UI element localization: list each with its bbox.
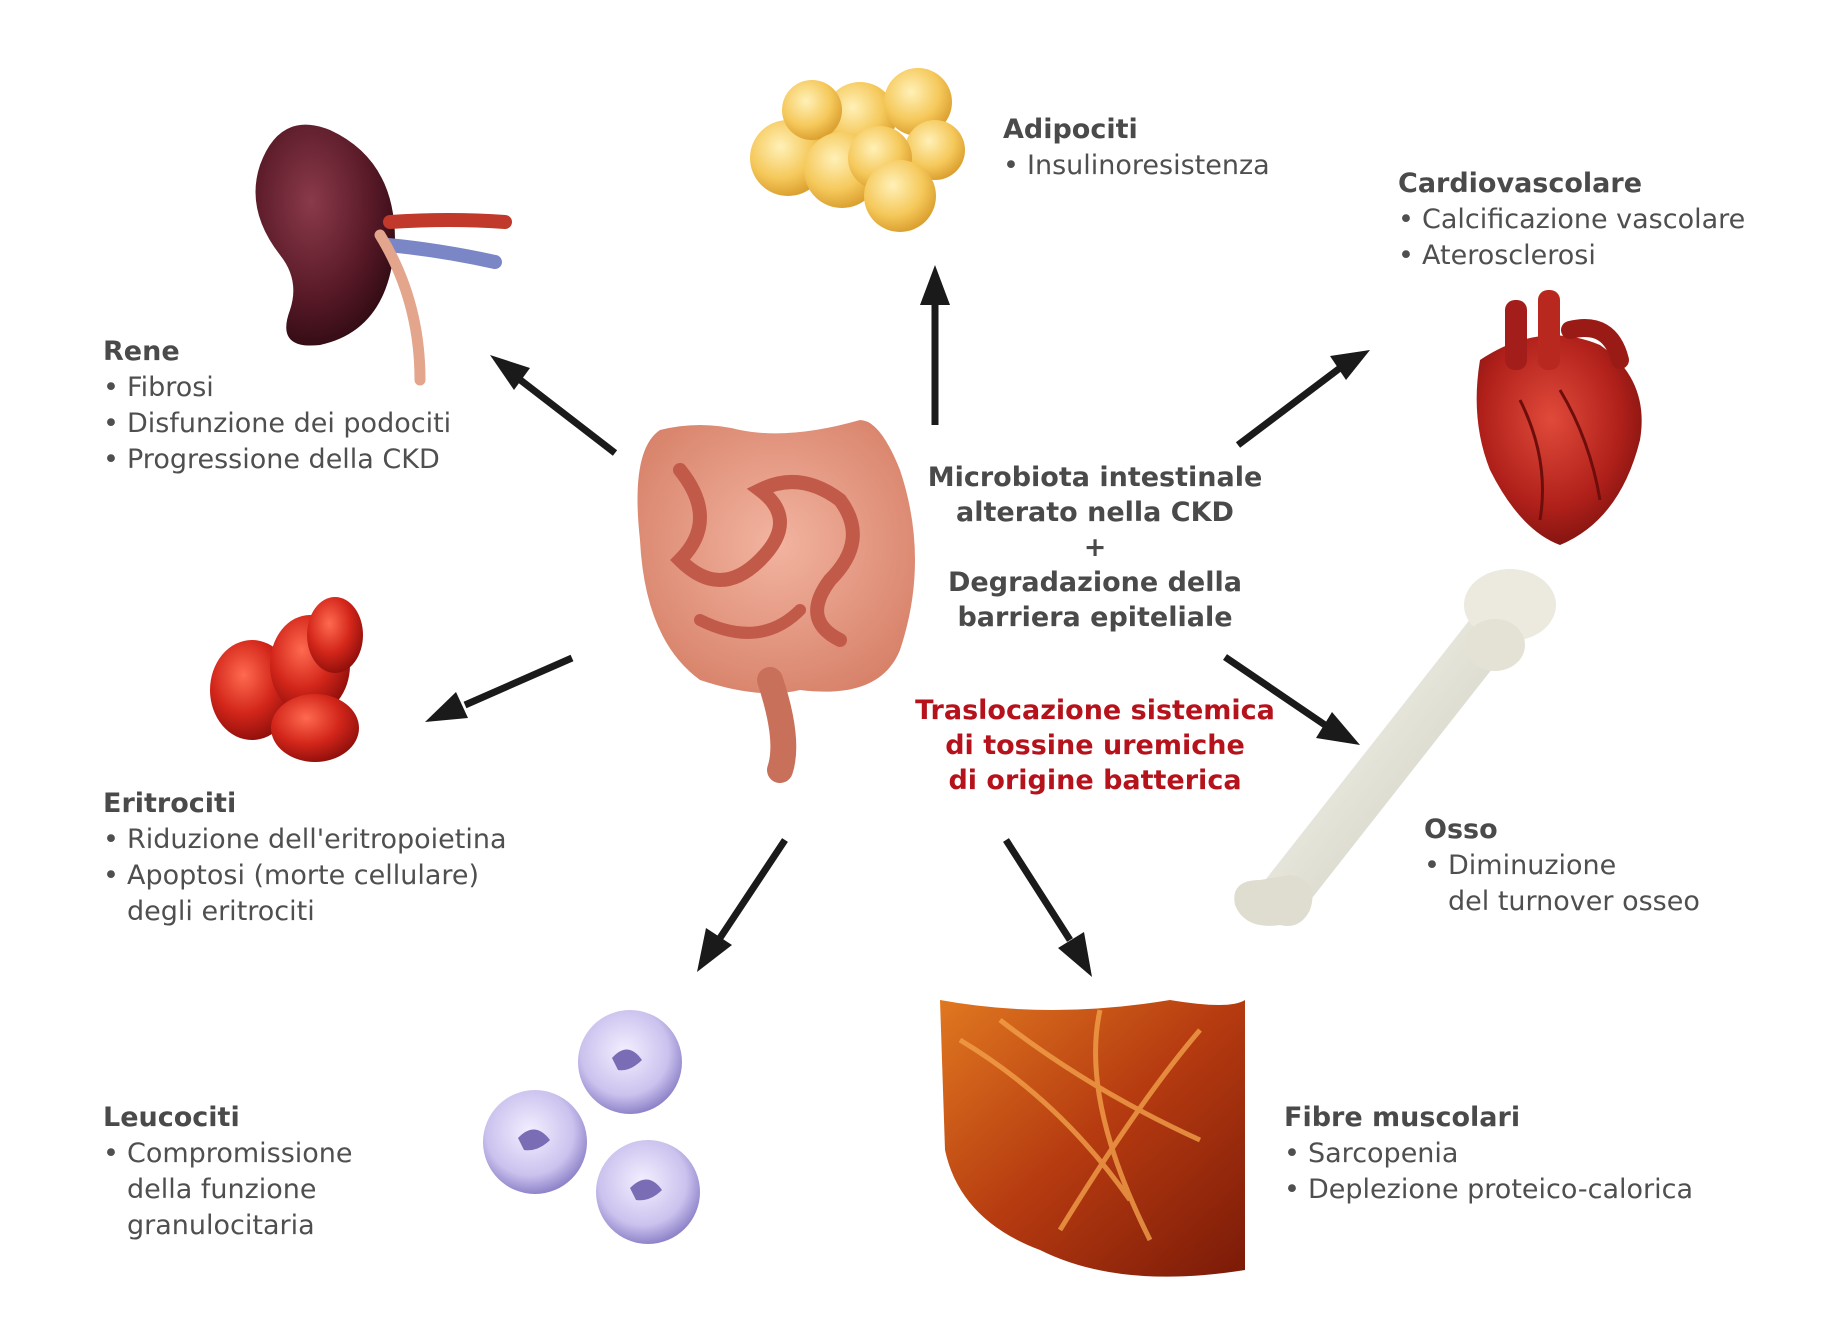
eritrociti-title: Eritrociti xyxy=(103,788,237,819)
bullet: • xyxy=(103,408,119,439)
center-caption: Microbiota intestinale alterato nella CK… xyxy=(880,460,1310,635)
leucociti-item-text-cont: della funzione xyxy=(127,1174,317,1205)
muscle-fibers-icon xyxy=(940,1000,1245,1277)
cardio-title: Cardiovascolare xyxy=(1398,168,1643,199)
adipociti-block: Adipociti • Insulinoresistenza xyxy=(1003,112,1270,184)
cardio-item-text: Aterosclerosi xyxy=(1422,240,1596,271)
leucociti-item-text-cont: granulocitaria xyxy=(127,1210,315,1241)
rene-item: • Progressione della CKD xyxy=(103,442,451,478)
leucociti-item-text: Compromissione xyxy=(127,1138,353,1169)
leucociti-block: Leucociti • Compromissione della funzione g… xyxy=(103,1100,353,1244)
arrow-to-cardio xyxy=(1235,350,1370,448)
bone-icon xyxy=(1234,569,1556,926)
kidney-icon xyxy=(255,124,512,386)
rene-item-text: Progressione della CKD xyxy=(127,444,440,475)
red-blood-cells-icon xyxy=(210,597,363,762)
fat-cells-icon xyxy=(750,68,965,232)
eritrociti-item: • Apoptosi (morte cellulare) degli eritroc… xyxy=(103,858,507,930)
muscolo-title: Fibre muscolari xyxy=(1284,1102,1521,1133)
bullet: • xyxy=(1424,850,1440,881)
intestine-icon xyxy=(637,420,915,783)
bullet: • xyxy=(1284,1174,1300,1205)
center-red-line: di origine batterica xyxy=(948,765,1242,796)
arrow-to-leucociti xyxy=(697,838,788,972)
bullet: • xyxy=(103,372,119,403)
eritrociti-item-text-cont: degli eritrociti xyxy=(127,896,315,927)
muscolo-item-text: Sarcopenia xyxy=(1308,1138,1459,1169)
osso-block: Osso • Diminuzione del turnover osseo xyxy=(1424,812,1700,920)
arrow-to-adipociti xyxy=(920,265,950,425)
bullet: • xyxy=(103,1138,119,1169)
bullet: • xyxy=(103,860,119,891)
rene-item-text: Disfunzione dei podociti xyxy=(127,408,452,439)
arrow-to-osso xyxy=(1223,654,1360,745)
bullet: • xyxy=(1284,1138,1300,1169)
cardio-item: • Aterosclerosi xyxy=(1398,238,1745,274)
arrows xyxy=(425,265,1370,977)
cardio-item: • Calcificazione vascolare xyxy=(1398,202,1745,238)
white-blood-cells-icon xyxy=(483,1010,700,1244)
osso-item-text: Diminuzione xyxy=(1448,850,1617,881)
center-line: alterato nella CKD xyxy=(956,497,1234,528)
muscolo-item: • Deplezione proteico-calorica xyxy=(1284,1172,1693,1208)
adipociti-item: • Insulinoresistenza xyxy=(1003,148,1270,184)
eritrociti-item-text: Riduzione dell'eritropoietina xyxy=(127,824,507,855)
center-red-caption: Traslocazione sistemica di tossine uremi… xyxy=(880,693,1310,798)
muscolo-item: • Sarcopenia xyxy=(1284,1136,1693,1172)
heart-icon xyxy=(1476,290,1642,545)
bullet: • xyxy=(1398,240,1414,271)
adipociti-item-text: Insulinoresistenza xyxy=(1027,150,1270,181)
eritrociti-block: Eritrociti • Riduzione dell'eritropoietin… xyxy=(103,786,507,930)
rene-item-text: Fibrosi xyxy=(127,372,214,403)
cardio-item-text: Calcificazione vascolare xyxy=(1422,204,1746,235)
center-line: Degradazione della xyxy=(948,567,1242,598)
rene-item: • Fibrosi xyxy=(103,370,451,406)
osso-title: Osso xyxy=(1424,814,1498,845)
muscolo-block: Fibre muscolari • Sarcopenia • Deplezione … xyxy=(1284,1100,1693,1208)
eritrociti-item-text: Apoptosi (morte cellulare) xyxy=(127,860,480,891)
center-plus: + xyxy=(1083,532,1107,563)
eritrociti-item: • Riduzione dell'eritropoietina xyxy=(103,822,507,858)
muscolo-item-text: Deplezione proteico-calorica xyxy=(1308,1174,1694,1205)
center-line: Microbiota intestinale xyxy=(927,462,1263,493)
bullet: • xyxy=(1398,204,1414,235)
rene-block: Rene •Fibrosi •Disfunzione dei podociti … xyxy=(103,334,451,478)
arrow-to-muscolo xyxy=(1003,838,1092,977)
leucociti-title: Leucociti xyxy=(103,1102,240,1133)
osso-item: • Diminuzione del turnover osseo xyxy=(1424,848,1700,920)
osso-item-text-cont: del turnover osseo xyxy=(1448,886,1700,917)
leucociti-item: • Compromissione della funzione granulocita… xyxy=(103,1136,353,1244)
center-line: barriera epiteliale xyxy=(957,602,1233,633)
cardio-block: Cardiovascolare • Calcificazione vascolar… xyxy=(1398,166,1745,274)
center-red-line: Traslocazione sistemica xyxy=(915,695,1275,726)
arrow-to-kidney xyxy=(490,355,618,456)
center-red-line: di tossine uremiche xyxy=(945,730,1245,761)
arrow-to-eritrociti xyxy=(425,654,574,722)
bullet: • xyxy=(103,824,119,855)
bullet: • xyxy=(103,444,119,475)
bullet: • xyxy=(1003,150,1019,181)
rene-title: Rene xyxy=(103,336,180,367)
adipociti-title: Adipociti xyxy=(1003,114,1138,145)
rene-item: • Disfunzione dei podociti xyxy=(103,406,451,442)
